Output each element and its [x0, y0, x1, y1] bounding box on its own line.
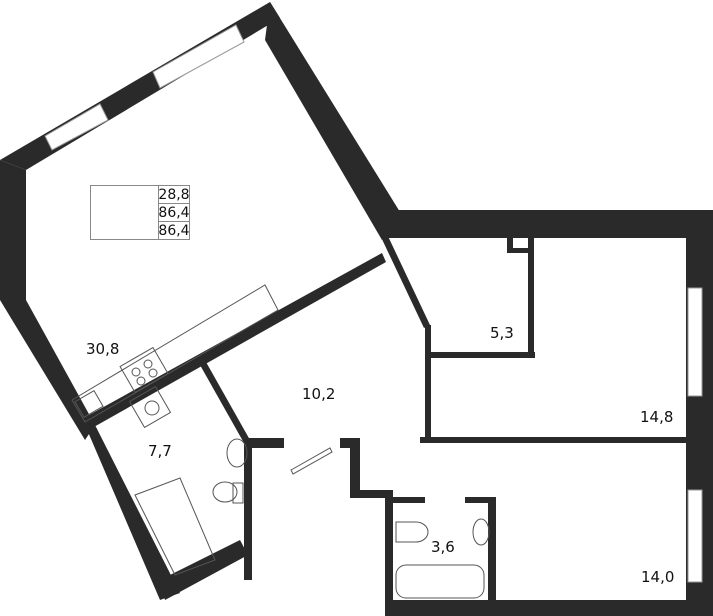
entry-door	[290, 447, 333, 475]
room-area-bathroom-1: 7,7	[148, 442, 172, 460]
living-area-value: 28,8	[158, 186, 190, 204]
kitchen-counter	[71, 284, 279, 429]
bathroom-1-fixtures	[134, 438, 248, 576]
area-summary-table: 28,8 86,4 86,4	[90, 185, 190, 240]
total-area-value: 86,4	[158, 204, 190, 222]
room-area-wardrobe: 5,3	[490, 324, 514, 342]
windows	[44, 24, 703, 583]
room-area-hall: 10,2	[302, 385, 336, 403]
room-area-bedroom-2: 14,0	[641, 568, 675, 586]
room-area-bathroom-2: 3,6	[431, 538, 455, 556]
bathroom-2-fixtures	[395, 518, 490, 599]
room-area-kitchen-living: 30,8	[86, 340, 120, 358]
interior-walls	[80, 232, 686, 610]
room-area-bedroom-1: 14,8	[640, 408, 674, 426]
total-area-value-2: 86,4	[158, 222, 190, 239]
